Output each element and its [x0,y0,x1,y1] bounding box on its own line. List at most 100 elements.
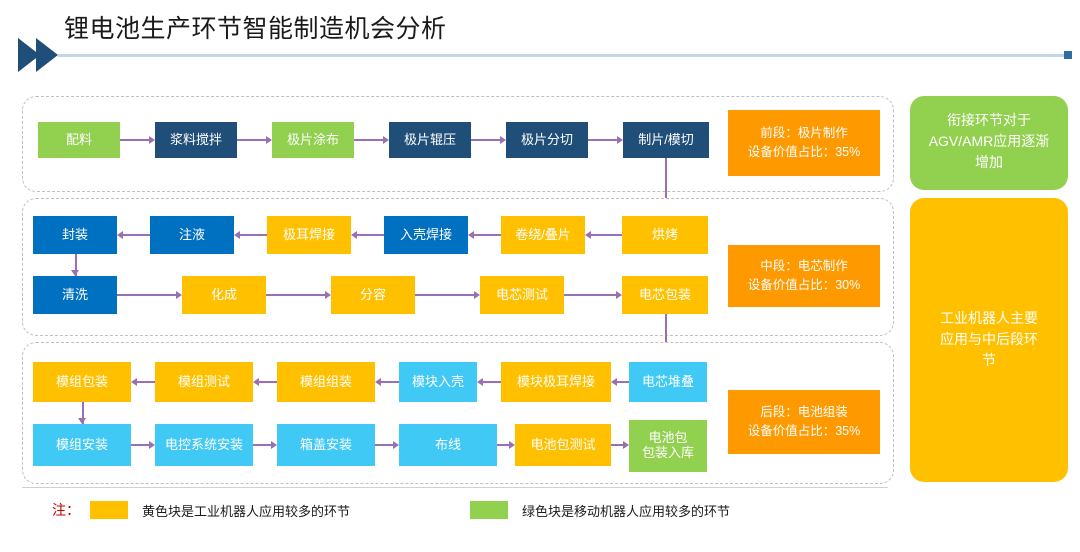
arrow-left-icon [117,231,123,239]
node-front-5[interactable]: 极片分切 [506,122,588,158]
arrow-left-icon [477,378,483,386]
connector [259,381,277,383]
connector [75,254,77,276]
chevron-right-icon [18,38,58,72]
node-back-12[interactable]: 电池包 包装入库 [629,420,707,472]
arrow-right-icon [149,441,155,449]
arrow-right-icon [266,136,272,144]
node-back-8[interactable]: 电控系统安装 [155,424,253,466]
page-title: 锂电池生产环节智能制造机会分析 [64,15,447,43]
legend-divider [22,487,888,488]
legend-swatch-yellow [90,501,128,519]
stage-label-back: 后段：电池组装 设备价值占比：35% [728,390,880,454]
connector [120,139,149,141]
stage-label-front: 前段：极片制作 设备价值占比：35% [728,110,880,176]
arrow-right-icon [617,136,623,144]
arrow-down-icon [71,270,79,276]
node-back-3[interactable]: 模组组装 [277,362,375,402]
connector [665,158,667,218]
arrow-right-icon [616,291,622,299]
legend-swatch-green [470,501,509,519]
node-back-4[interactable]: 模块入壳 [399,362,477,402]
node-middle-4[interactable]: 入壳焊接 [384,216,468,254]
connector [123,234,150,236]
node-middle-5[interactable]: 卷绕/叠片 [501,216,585,254]
node-middle-2[interactable]: 注液 [150,216,234,254]
node-front-4[interactable]: 极片辊压 [389,122,471,158]
header-line-endcap [1064,51,1072,59]
node-middle-3[interactable]: 极耳焊接 [267,216,351,254]
node-middle-7[interactable]: 清洗 [33,276,117,314]
arrow-down-icon [78,418,86,424]
node-middle-8[interactable]: 化成 [182,276,266,314]
arrow-left-icon [585,231,591,239]
connector [497,444,509,446]
arrow-left-icon [131,378,137,386]
legend-label-yellow: 黄色块是工业机器人应用较多的环节 [142,503,351,519]
arrow-left-icon [468,231,474,239]
connector [137,381,155,383]
node-middle-9[interactable]: 分容 [331,276,415,314]
node-back-10[interactable]: 布线 [399,424,497,466]
connector [474,234,501,236]
side-panel-agv: 衔接环节对于 AGV/AMR应用逐渐 增加 [910,96,1068,190]
stage-label-middle: 中段：电芯制作 设备价值占比：30% [728,245,880,307]
arrow-left-icon [611,378,617,386]
legend-note-label: 注： [52,502,80,518]
node-middle-1[interactable]: 封装 [33,216,117,254]
node-front-6[interactable]: 制片/模切 [623,122,709,158]
node-front-2[interactable]: 浆料搅拌 [155,122,237,158]
legend: 注： 黄色块是工业机器人应用较多的环节 绿色块是移动机器人应用较多的环节 [22,490,1068,530]
connector [611,444,623,446]
connector [266,294,325,296]
node-back-6[interactable]: 电芯堆叠 [629,362,707,402]
arrow-left-icon [375,378,381,386]
connector [564,294,616,296]
connector [415,294,474,296]
arrow-right-icon [149,136,155,144]
connector [588,139,617,141]
connector [131,444,149,446]
node-back-7[interactable]: 模组安装 [33,424,131,466]
connector [253,444,271,446]
node-back-5[interactable]: 模块极耳焊接 [501,362,611,402]
connector [617,381,629,383]
arrow-right-icon [325,291,331,299]
connector [117,294,176,296]
side-panel-industrial-robot: 工业机器人主要 应用与中后段环 节 [910,198,1068,482]
arrow-right-icon [383,136,389,144]
arrow-right-icon [176,291,182,299]
connector [354,139,383,141]
arrow-right-icon [500,136,506,144]
arrow-left-icon [253,378,259,386]
connector [381,381,399,383]
node-back-9[interactable]: 箱盖安装 [277,424,375,466]
node-back-1[interactable]: 模组包装 [33,362,131,402]
connector [375,444,393,446]
legend-item-yellow: 黄色块是工业机器人应用较多的环节 [90,501,350,520]
connector [237,139,266,141]
node-front-3[interactable]: 极片涂布 [272,122,354,158]
legend-label-green: 绿色块是移动机器人应用较多的环节 [522,503,731,519]
header-divider-line [58,54,1064,57]
node-back-11[interactable]: 电池包测试 [515,424,611,466]
node-front-1[interactable]: 配料 [38,122,120,158]
node-middle-10[interactable]: 电芯测试 [480,276,564,314]
node-middle-11[interactable]: 电芯包装 [622,276,708,314]
page-header: 锂电池生产环节智能制造机会分析 [0,0,1080,86]
connector [591,234,622,236]
connector [240,234,267,236]
connector [483,381,501,383]
legend-item-green: 绿色块是移动机器人应用较多的环节 [470,501,730,520]
arrow-left-icon [351,231,357,239]
node-middle-6[interactable]: 烘烤 [622,216,708,254]
arrow-left-icon [234,231,240,239]
connector [357,234,384,236]
connector [82,402,84,424]
arrow-right-icon [393,441,399,449]
arrow-right-icon [623,441,629,449]
node-back-2[interactable]: 模组测试 [155,362,253,402]
connector [665,314,667,364]
arrow-right-icon [474,291,480,299]
connector [471,139,500,141]
